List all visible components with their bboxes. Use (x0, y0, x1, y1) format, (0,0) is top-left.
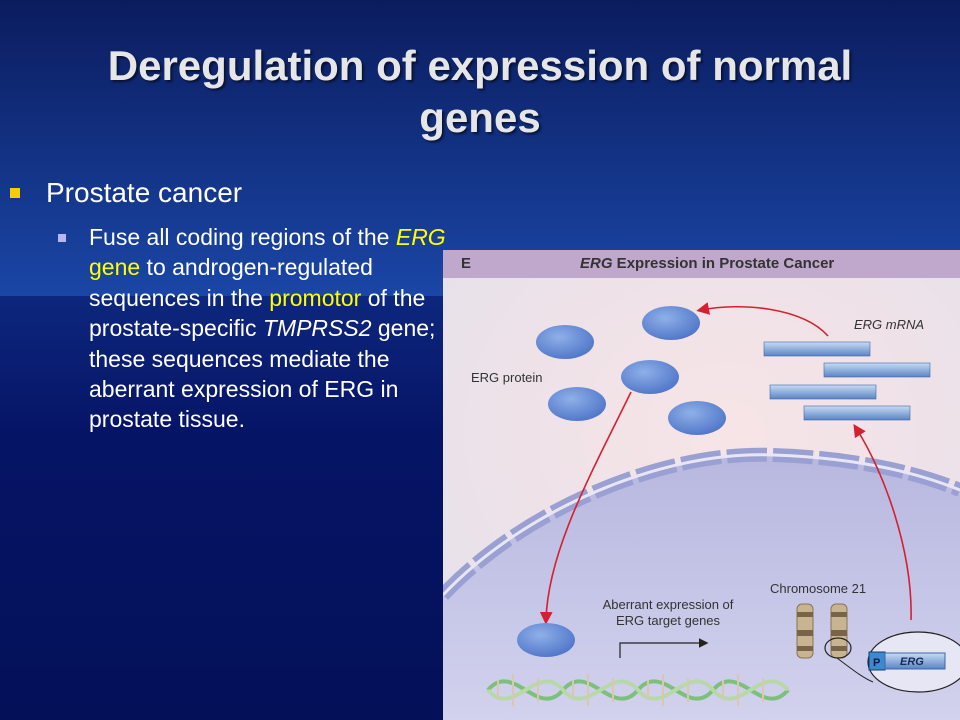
erg-mrna-strand (803, 405, 911, 421)
erg-protein-blob (668, 401, 726, 435)
erg-gene-block (884, 652, 946, 670)
aberrant-label-line1: Aberrant expression of (603, 597, 734, 612)
aberrant-label-line2: ERG target genes (616, 613, 721, 628)
highlight-erg: ERG (395, 224, 446, 250)
erg-protein-label: ERG protein (471, 370, 543, 385)
bullet-text-prostate-cancer: Prostate cancer (46, 177, 243, 208)
dna-double-helix (486, 674, 790, 706)
text-run: to androgen-regulated sequences in the (89, 254, 373, 311)
protein-to-nucleus-arrow (539, 391, 632, 625)
figure-title-rest: Expression in Prostate Cancer (612, 255, 835, 272)
background-band (0, 0, 960, 296)
figure-panel-letter: E (461, 255, 472, 272)
highlight-promotor: promotor (269, 284, 362, 311)
erg-protein-blob (642, 306, 700, 340)
italic-tmprss2: TMPRSS2 (262, 315, 372, 342)
nuclear-membrane-highlight (443, 453, 960, 597)
callout-line (836, 657, 874, 683)
figure-title-text: ERG Expression in Prostate Cancer (580, 255, 834, 272)
text-run: gene; these sequences mediate the aberra… (89, 315, 436, 433)
erg-protein-blob (548, 387, 606, 421)
erg-protein-on-dna (517, 623, 575, 657)
erg-mrna-strand (769, 384, 877, 400)
bullet-text-erg-fusion: Fuse all coding regions of the ERG gene … (89, 222, 449, 435)
square-bullet-icon (58, 234, 66, 242)
transcription-arrow (853, 423, 912, 621)
figure-title: ERG Expression in Prostate Cancer (580, 255, 834, 272)
erg-expression-figure: ERG mRNA ERG protein (443, 250, 960, 720)
highlight-gene: gene (89, 254, 141, 281)
text-run: of the prostate-specific (89, 284, 426, 342)
slide-title: Deregulation of expression of normal gen… (107, 42, 853, 141)
square-bullet-icon (10, 188, 20, 198)
erg-mrna-label: ERG mRNA (854, 317, 924, 332)
translation-arrow (696, 302, 829, 337)
erg-protein-blob (621, 360, 679, 394)
erg-mrna-strand (763, 341, 871, 357)
text-run: Fuse all coding regions of the (89, 224, 396, 250)
erg-gene-label: ERG (900, 656, 924, 668)
figure-header: E ERG Expression in Prostate Cancer (443, 250, 960, 278)
erg-protein-blob (536, 325, 594, 359)
figure-illustration: ERG mRNA ERG protein (443, 278, 960, 720)
promoter-label: P (873, 657, 880, 669)
gene-expression-arrow (619, 638, 709, 658)
figure-title-erg: ERG (580, 255, 613, 272)
highlight-circle (824, 637, 852, 659)
chromosome-label: Chromosome 21 (770, 581, 866, 596)
erg-mrna-strand (823, 362, 931, 378)
